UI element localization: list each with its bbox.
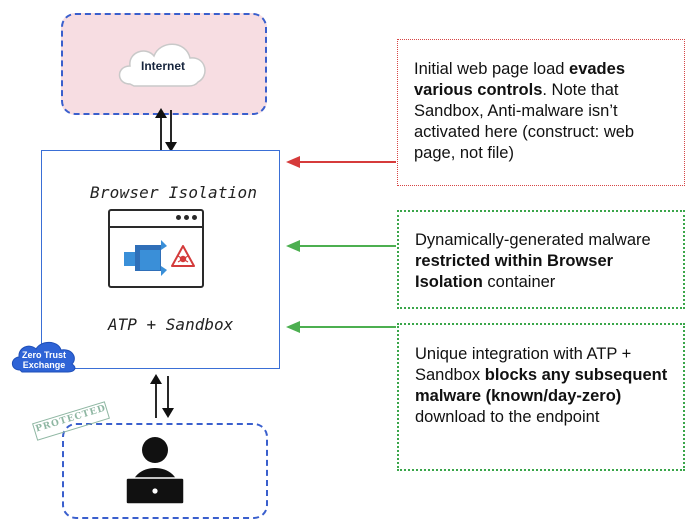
note-arrow-2 [286, 240, 396, 252]
note-initial-load: Initial web page load evades various con… [397, 39, 685, 186]
note-emphasis: blocks any subsequent malware (known/day… [415, 366, 668, 405]
endpoint-traffic-arrows [150, 374, 174, 418]
atp-sandbox-label: ATP + Sandbox [108, 315, 234, 334]
note-text: container [482, 273, 556, 291]
note-arrow-3 [286, 321, 396, 333]
browser-dot [192, 215, 197, 220]
malware-warning-icon [171, 245, 195, 267]
endpoint-region [62, 423, 268, 519]
browser-dot [176, 215, 181, 220]
internet-label: Internet [140, 59, 185, 73]
browser-title-bar [108, 209, 204, 228]
note-text: . Note that Sandbox, Anti-malware isn’t … [414, 81, 635, 162]
cloud-icon [118, 43, 206, 87]
note-emphasis: restricted within Browser Isolation [415, 252, 614, 291]
note-text: Initial web page load [414, 60, 570, 78]
note-malware-restricted: Dynamically-generated malware restricted… [397, 210, 685, 309]
note-emphasis: evades various controls [414, 60, 625, 99]
isolation-cubes-icon [124, 240, 167, 276]
note-atp-integration: Unique integration with ATP + Sandbox bl… [397, 323, 685, 471]
zero-trust-exchange-label: Zero Trust Exchange [21, 350, 66, 370]
zero-trust-cloud-icon [11, 341, 76, 373]
note-arrow-1 [286, 156, 396, 168]
user-laptop-icon [125, 437, 185, 505]
browser-dot [184, 215, 189, 220]
browser-isolation-label: Browser Isolation [90, 183, 258, 202]
note-text: Dynamically-generated malware [415, 231, 651, 249]
internet-traffic-arrows [155, 108, 177, 152]
note-text: Unique integration with ATP + Sandbox [415, 345, 632, 384]
note-text: download to the endpoint [415, 408, 600, 426]
